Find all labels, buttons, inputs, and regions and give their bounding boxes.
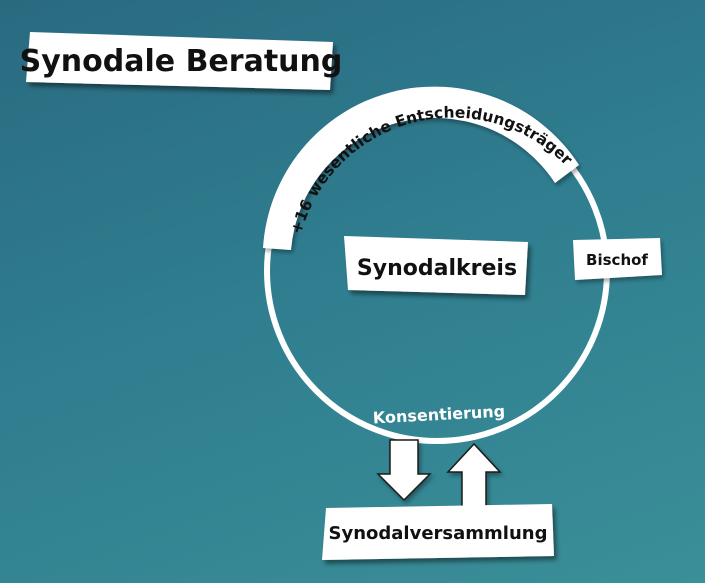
assembly-label: Synodalversammlung xyxy=(329,523,548,544)
assembly-box: Synodalversammlung xyxy=(322,504,554,560)
arc-banner: +16 wesentliche Entscheidungsträger xyxy=(263,86,579,250)
arrow-up-icon xyxy=(446,442,502,509)
page-title: Synodale Beratung xyxy=(20,44,343,79)
bottom-label: Konsentierung xyxy=(372,402,505,428)
center-label: Synodalkreis xyxy=(357,256,517,281)
arrow-down-icon xyxy=(376,439,432,502)
center-box: Synodalkreis xyxy=(344,236,528,295)
title-box: Synodale Beratung xyxy=(20,32,343,90)
side-box: Bischof xyxy=(573,238,662,280)
side-label: Bischof xyxy=(586,251,648,269)
